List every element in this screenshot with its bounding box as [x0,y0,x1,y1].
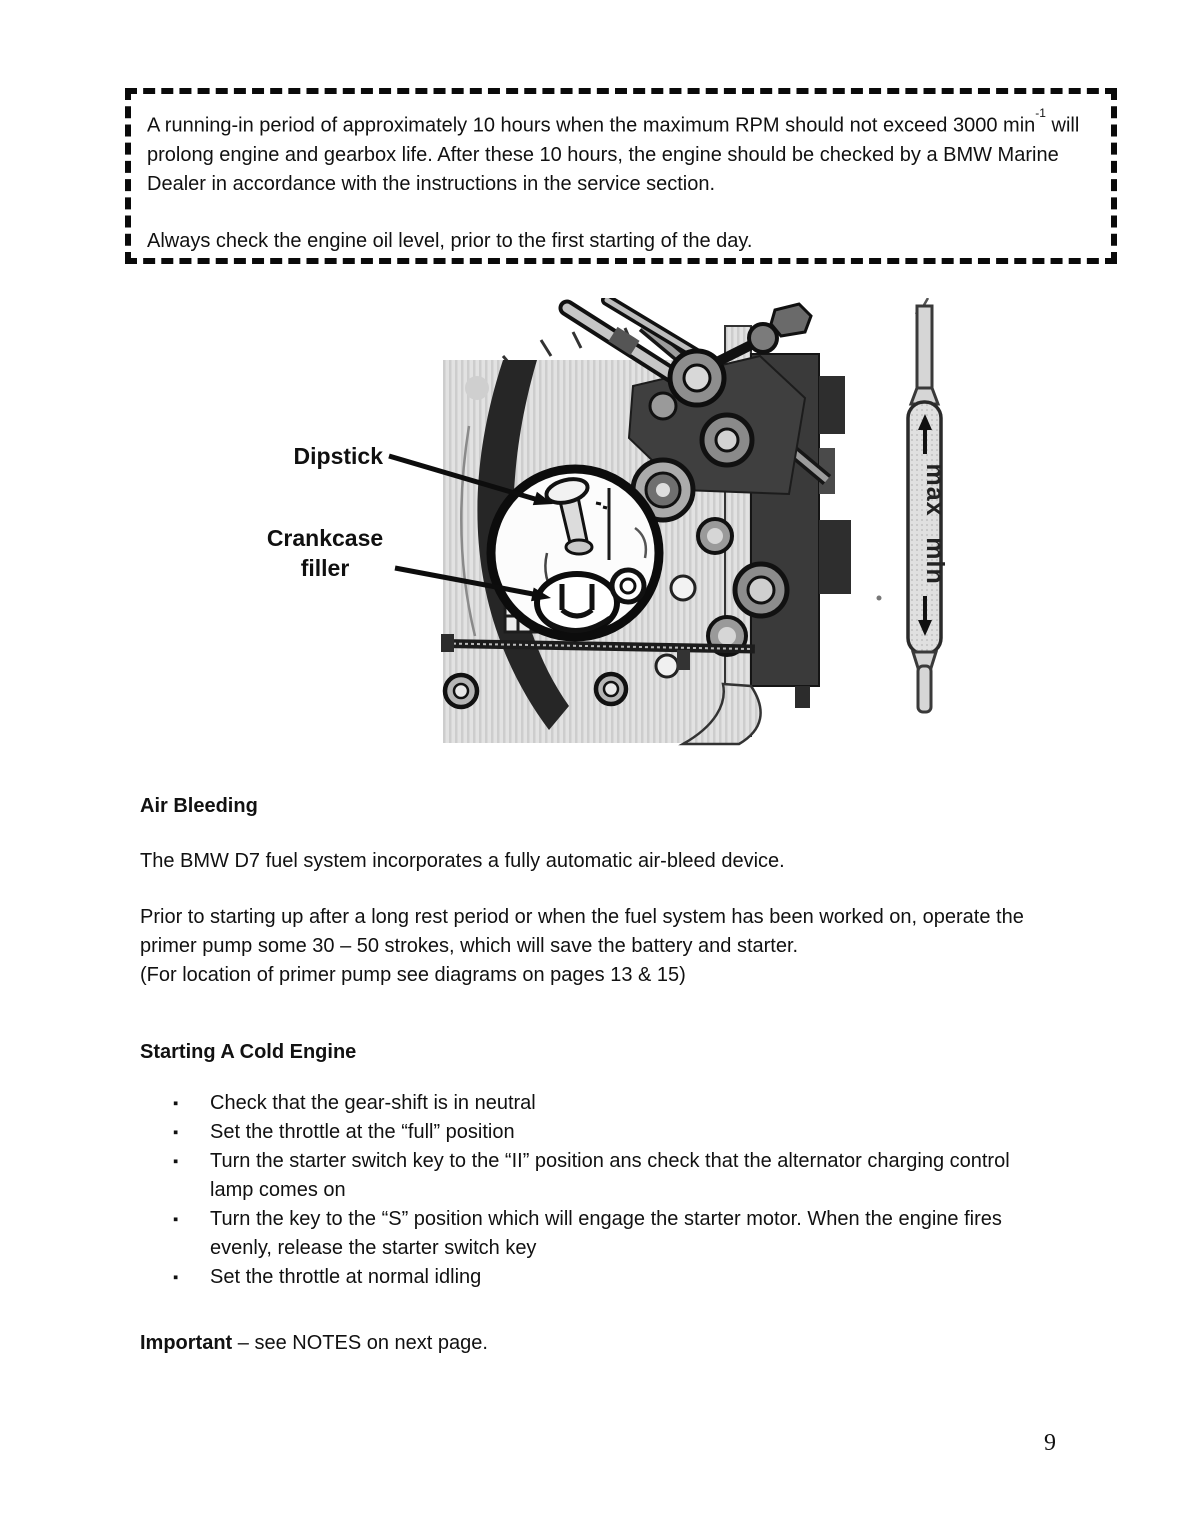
running-in-notice-box: A running-in period of approximately 10 … [125,88,1117,264]
checklist-item-text: Check that the gear-shift is in neutral [210,1092,536,1114]
checklist-item: ▪ Set the throttle at the “full” positio… [173,1118,1013,1147]
min-mark: min [921,537,949,584]
page-number: 9 [1044,1430,1056,1456]
checklist-item-text: Set the throttle at normal idling [210,1266,482,1288]
bottom-rod-and-bolts [441,634,810,710]
checklist-item: ▪ Set the throttle at normal idling [173,1263,1013,1292]
superscript-minus-one: -1 [1035,106,1046,120]
crankcase-label-line2: filler [301,555,350,581]
checklist-item-text: Turn the key to the “S” position which w… [210,1208,1002,1259]
important-note: Important – see NOTES on next page. [140,1329,488,1358]
belt-band [477,360,569,730]
crankcase-filler-drawing [534,571,620,635]
bolt-cluster [630,457,790,657]
notice-paragraph-1: A running-in period of approximately 10 … [147,106,1095,199]
dipstick-label: Dipstick [294,443,384,469]
figure-labels: Dipstick Crankcase filler [267,443,553,602]
important-note-rest: – see NOTES on next page. [232,1332,488,1354]
square-bullet-icon: ▪ [173,1269,179,1286]
notice-paragraph-2: Always check the engine oil level, prior… [147,229,753,252]
filler-arrow-icon [531,587,551,602]
notice-paragraph-1-text: A running-in period of approximately 10 … [147,114,1036,137]
important-note-bold: Important [140,1332,233,1354]
air-bleeding-para-3-text: (For location of primer pump see diagram… [140,964,686,986]
max-arrow-icon [918,414,932,430]
square-bullet-icon: ▪ [173,1211,179,1228]
air-bleeding-para-2: Prior to starting up after a long rest p… [140,903,1080,990]
square-bullet-icon: ▪ [173,1153,179,1170]
max-mark: max [921,463,949,516]
checklist-item: ▪ Turn the key to the “S” position which… [173,1205,1013,1263]
air-bleeding-para-2-text: Prior to starting up after a long rest p… [140,906,1024,957]
dipstick-arrow-icon [532,491,553,506]
air-bleeding-heading: Air Bleeding [140,795,258,817]
fuel-pipes [558,294,813,408]
checklist-item: ▪ Turn the starter switch key to the “II… [173,1147,1013,1205]
square-bullet-icon: ▪ [173,1095,179,1112]
square-bullet-icon: ▪ [173,1124,179,1141]
starting-cold-engine-heading: Starting A Cold Engine [140,1041,357,1063]
checklist-item-text: Set the throttle at the “full” position [210,1121,515,1143]
min-arrow-icon [918,620,932,636]
dipstick-gauge: max min [876,297,949,714]
notice-paragraph-1-rest: will prolong engine and gearbox life. Af… [147,114,1080,195]
air-bleeding-para-1: The BMW D7 fuel system incorporates a fu… [140,850,785,872]
engine-oil-figure: Dipstick Crankcase filler max min [215,294,990,753]
checklist-item: ▪ Check that the gear-shift is in neutra… [173,1089,1013,1118]
cold-engine-checklist: ▪ Check that the gear-shift is in neutra… [173,1089,1013,1292]
crankcase-label-line1: Crankcase [267,525,383,551]
dipstick-drawing [544,477,611,598]
engine-figure-svg: Dipstick Crankcase filler max min [267,294,949,746]
checklist-item-text: Turn the starter switch key to the “II” … [210,1150,1010,1201]
